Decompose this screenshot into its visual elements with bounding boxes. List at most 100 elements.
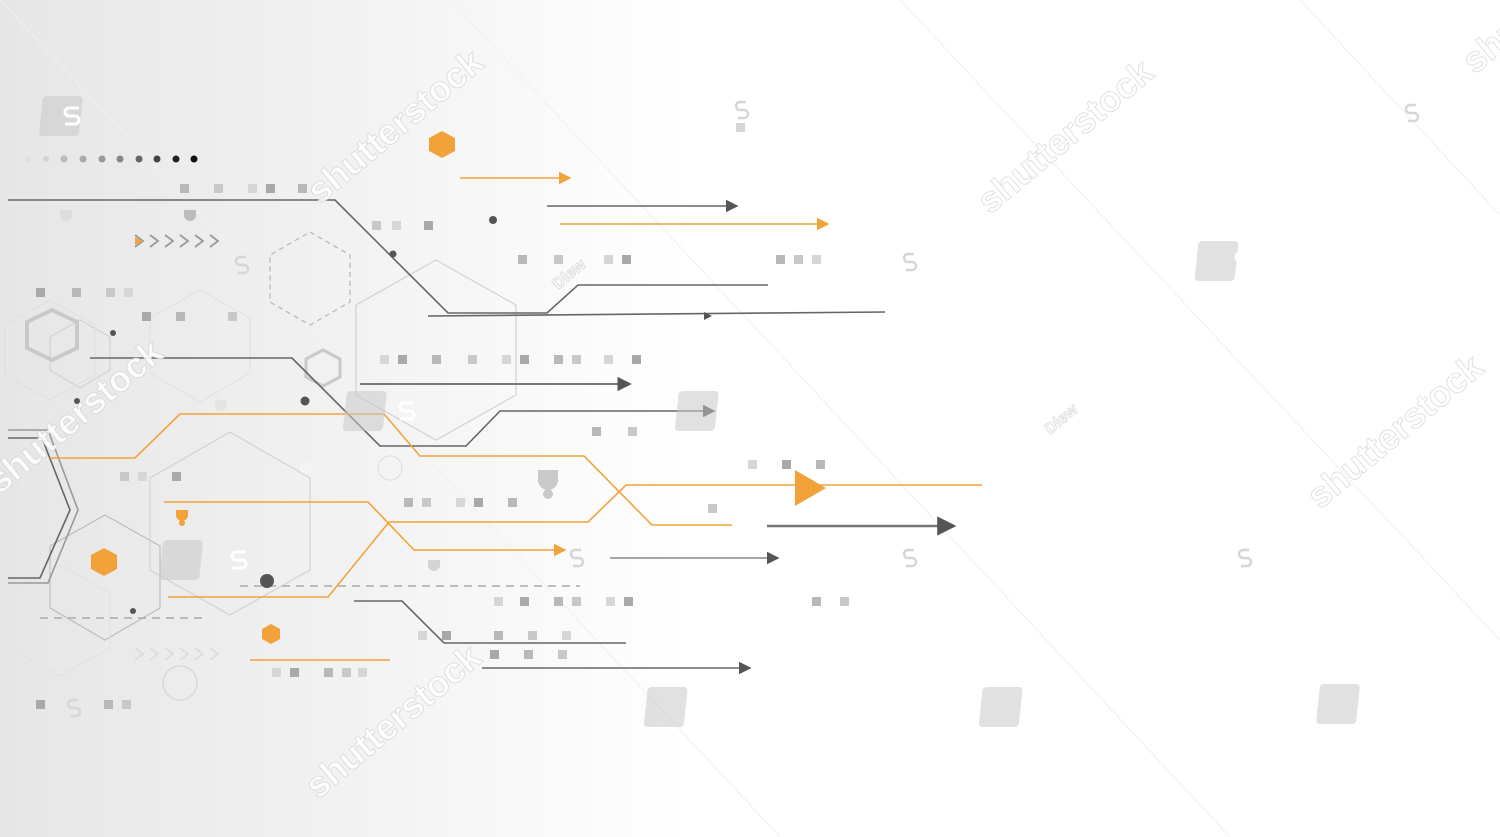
square-dot (572, 597, 581, 606)
square-dot (816, 460, 825, 469)
square-dot (554, 597, 563, 606)
square-dot (228, 312, 237, 321)
square-dot (456, 498, 465, 507)
square-dot (632, 355, 641, 364)
square-dot (776, 255, 785, 264)
dark-circuit-lines (8, 199, 957, 675)
square-dot (474, 498, 483, 507)
square-dot (606, 597, 615, 606)
square-dot (468, 355, 477, 364)
watermark-mark-icon (66, 698, 82, 718)
square-dot (272, 668, 281, 677)
square-dot (122, 700, 131, 709)
square-dot (572, 355, 581, 364)
square-dot (36, 700, 45, 709)
square-dot (624, 597, 633, 606)
square-dot (380, 355, 389, 364)
svg-text:Dlew: Dlew (1042, 401, 1082, 438)
watermark-logo-icon (1194, 241, 1252, 281)
square-dot (554, 355, 563, 364)
watermark-logo-icon (1316, 684, 1420, 724)
gray-hexagons (25, 307, 342, 388)
square-dot (124, 288, 133, 297)
square-dot (372, 221, 381, 230)
square-dot (358, 668, 367, 677)
square-dot (748, 460, 757, 469)
square-dot (502, 355, 511, 364)
square-dot (142, 312, 151, 321)
square-dot (524, 650, 533, 659)
square-dot (120, 472, 129, 481)
square-dot (628, 427, 637, 436)
square-dot (494, 631, 503, 640)
square-dot (266, 184, 275, 193)
square-dot (592, 427, 601, 436)
svg-text:shutterstock: shutterstock (299, 40, 492, 211)
square-dot (424, 221, 433, 230)
square-dot (72, 288, 81, 297)
square-dot (324, 668, 333, 677)
square-dot (214, 184, 223, 193)
square-dot (558, 650, 567, 659)
square-dot (508, 498, 517, 507)
square-dot (736, 123, 745, 132)
square-dot (604, 255, 613, 264)
watermark-logo-icon (159, 540, 248, 580)
svg-text:shutterstock: shutterstock (1299, 345, 1492, 516)
square-dot (708, 504, 717, 513)
square-dot (794, 255, 803, 264)
square-dot (520, 355, 529, 364)
svg-text:shutterstock: shutterstock (1454, 0, 1500, 81)
square-dot (490, 650, 499, 659)
node-dots (74, 216, 497, 701)
orange-hexagons (91, 131, 455, 644)
dashed-lines (40, 585, 580, 619)
square-dot (172, 472, 181, 481)
square-dot (520, 597, 529, 606)
cup-icons (60, 210, 558, 571)
square-dot (432, 355, 441, 364)
watermark-mark-icon (902, 548, 918, 568)
watermark-logo-icon (675, 391, 748, 431)
square-dot (248, 184, 257, 193)
square-dot (422, 498, 431, 507)
square-dot (442, 631, 451, 640)
square-dot (622, 255, 631, 264)
square-dot (528, 631, 537, 640)
watermark-mark-icon (734, 100, 750, 120)
square-dot (398, 355, 407, 364)
square-dot (342, 668, 351, 677)
square-dot (812, 597, 821, 606)
square-dot (812, 255, 821, 264)
square-dot (840, 597, 849, 606)
square-dot (36, 288, 45, 297)
svg-text:shutterstock: shutterstock (297, 635, 490, 806)
square-dot (604, 355, 613, 364)
watermark-logo-icon (978, 687, 1083, 727)
watermark-logos (39, 96, 1420, 727)
square-dot (138, 472, 147, 481)
square-dot (782, 460, 791, 469)
watermark-mark-icon (1237, 548, 1253, 568)
watermark-mark-icon (902, 252, 918, 272)
square-dot (392, 221, 401, 230)
square-dot (494, 597, 503, 606)
watermark-mark-icon (234, 255, 250, 275)
square-dots (36, 123, 849, 709)
square-dot (180, 184, 189, 193)
hexagon-outlines (4, 231, 517, 677)
square-dot (298, 184, 307, 193)
square-dot (176, 312, 185, 321)
dot-row (25, 155, 198, 163)
watermark-logo-icon (39, 96, 83, 136)
square-dot (104, 700, 113, 709)
square-dot (562, 631, 571, 640)
chevron-arrows (134, 234, 220, 661)
square-dot (106, 288, 115, 297)
square-dot (554, 255, 563, 264)
square-dot (290, 668, 299, 677)
square-dot (418, 631, 427, 640)
watermark-mark-icon (569, 548, 585, 568)
